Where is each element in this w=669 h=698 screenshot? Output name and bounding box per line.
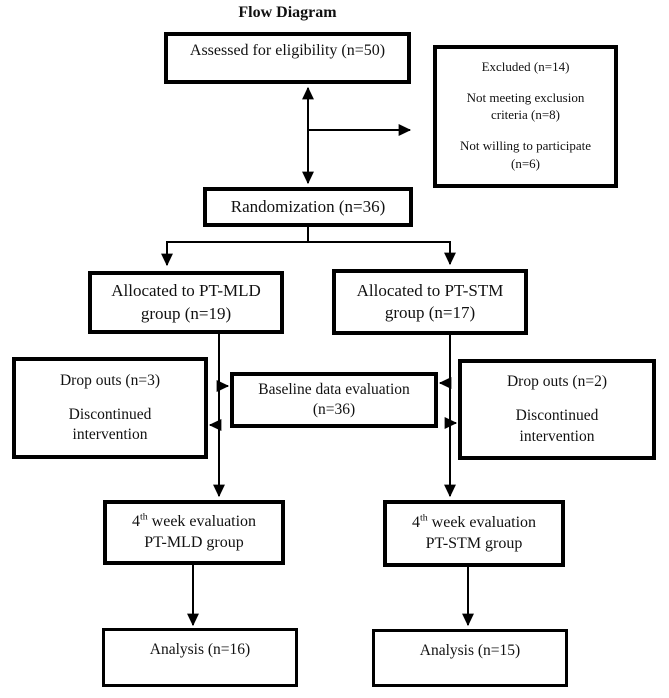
box-text-line: Baseline data evaluation <box>258 380 410 398</box>
box-text-line: criteria (n=8) <box>490 107 561 123</box>
box-text-line: Drop outs (n=3) <box>59 371 160 389</box>
box-randomization: Randomization (n=36) <box>203 187 413 227</box>
box-analysis-pt-mld: Analysis (n=16) <box>102 628 298 687</box>
box-text-line: Not meeting exclusion <box>466 90 585 106</box>
box-text-line: (n=36) <box>312 401 356 418</box>
box-text-line: Discontinued <box>68 405 152 423</box>
box-text-line: Analysis (n=15) <box>419 642 521 659</box>
box-text-line: group (n=17) <box>384 303 476 322</box>
box-text-line: PT-MLD group <box>144 533 244 551</box>
box-text-line: intervention <box>519 427 595 445</box>
box-baseline-evaluation: Baseline data evaluation (n=36) <box>230 372 438 428</box>
diagram-title: Flow Diagram <box>238 4 337 21</box>
box-text-line: Randomization (n=36) <box>230 196 386 216</box>
box-text-line: Allocated to PT-STM <box>356 280 504 300</box>
box-text-line: Excluded (n=14) <box>481 59 570 74</box>
box-text-line: Assessed for eligibility (n=50) <box>189 42 386 59</box>
box-allocated-pt-stm: Allocated to PT-STM group (n=17) <box>332 269 528 335</box>
box-excluded: Excluded (n=14) Not meeting exclusion cr… <box>433 45 618 188</box>
box-text-line: PT-STM group <box>425 534 523 552</box>
box-text-line: Analysis (n=16) <box>149 641 251 658</box>
box-text-line: Allocated to PT-MLD <box>111 281 261 301</box>
ordinal-superscript: th <box>139 511 148 523</box>
box-analysis-pt-stm: Analysis (n=15) <box>372 629 568 687</box>
box-allocated-pt-mld: Allocated to PT-MLD group (n=19) <box>88 271 284 334</box>
box-assessed-eligibility: Assessed for eligibility (n=50) <box>164 32 411 84</box>
box-text-line: (n=6) <box>511 155 540 171</box>
box-week4-evaluation-pt-mld: 4th week evaluation PT-MLD group <box>103 500 285 565</box>
ordinal-superscript: th <box>419 512 428 524</box>
box-text-line: Not willing to participate <box>459 138 592 154</box>
box-text-line: 4th week evaluation <box>131 511 257 530</box>
box-text-line: Discontinued <box>515 407 599 425</box>
box-text-line: intervention <box>72 426 148 444</box>
box-text-line: 4th week evaluation <box>411 512 537 531</box>
box-text-line: Drop outs (n=2) <box>506 373 607 391</box>
box-week4-evaluation-pt-stm: 4th week evaluation PT-STM group <box>383 500 565 567</box>
box-dropouts-pt-stm: Drop outs (n=2) Discontinued interventio… <box>458 359 656 460</box>
box-dropouts-pt-mld: Drop outs (n=3) Discontinued interventio… <box>12 357 208 459</box>
box-text-line: group (n=19) <box>140 303 232 323</box>
